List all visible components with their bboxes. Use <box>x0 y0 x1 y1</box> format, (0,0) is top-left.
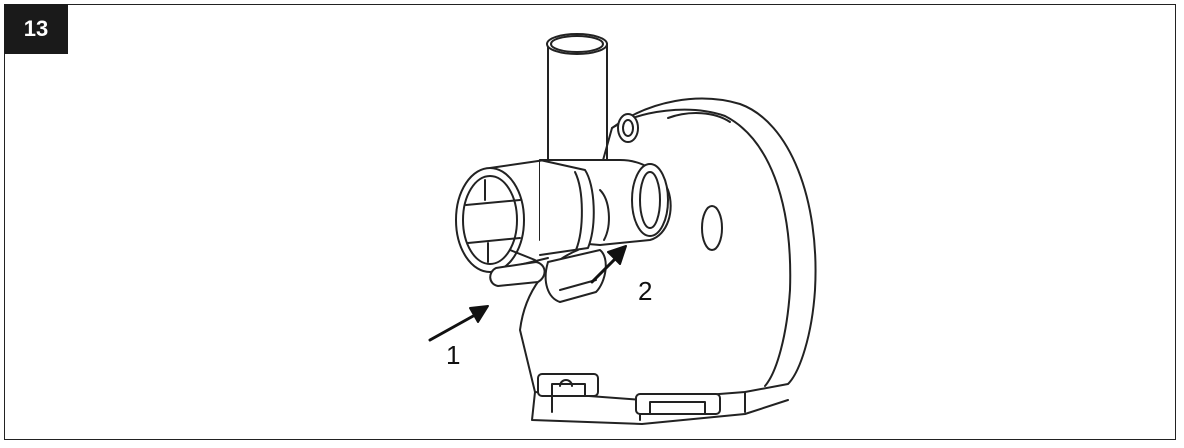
feed-tube <box>546 33 608 171</box>
motor-housing <box>519 97 817 425</box>
callout-label-1: 1 <box>446 340 461 370</box>
housing-vent-hole <box>701 205 723 251</box>
locking-ring <box>539 159 595 256</box>
outlet-cylinder <box>455 159 549 273</box>
step-number-badge: 13 <box>4 4 68 54</box>
base-feet <box>537 373 721 415</box>
release-lever <box>544 249 607 303</box>
release-button <box>489 261 546 287</box>
arrow-2 <box>590 245 627 284</box>
lock-knob <box>617 113 639 143</box>
callout-label-2: 2 <box>638 276 653 306</box>
arrow-1 <box>428 305 489 342</box>
